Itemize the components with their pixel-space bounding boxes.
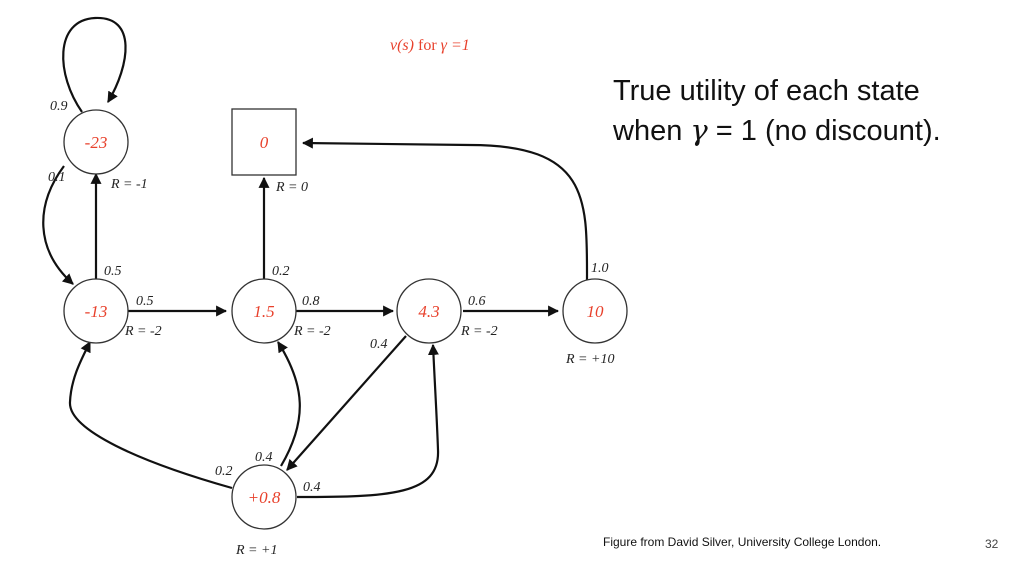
state-value: 10 [587,302,605,321]
reward-label: R = -1 [110,177,148,192]
slide-headline: True utility of each state when γ = 1 (n… [613,72,1013,151]
headline-line-2-post: = 1 (no discount). [707,115,941,147]
prob-label: 0.4 [370,337,388,352]
state-value: -13 [85,302,108,321]
state-node-n15: 1.5 [231,278,297,344]
prob-label: 0.5 [104,264,122,279]
state-node-n23: -23 [63,109,129,175]
state-value: 1.5 [253,302,274,321]
diagram-title-mid: for [414,37,441,54]
headline-line-2: when γ = 1 (no discount). [613,111,1013,151]
edges [42,16,589,499]
edge-n08-n13 [68,341,233,490]
state-value: +0.8 [248,488,281,507]
edge-n08-n15 [277,341,301,467]
prob-label: 1.0 [591,261,609,276]
probability-labels: 0.9 0.1 0.5 0.5 0.2 0.8 0.6 0.4 1.0 0.2 … [48,99,609,495]
state-value: -23 [85,133,108,152]
prob-label: 0.5 [136,294,154,309]
reward-label: R = -2 [124,324,162,339]
prob-label: 0.4 [303,480,321,495]
reward-labels: R = -1 R = -2 R = 0 R = -2 R = -2 R = +1… [110,177,614,558]
state-node-n13: -13 [63,278,129,344]
reward-label: R = -2 [460,324,498,339]
headline-line-2-pre: when [613,115,691,147]
gamma-symbol: γ [690,113,708,147]
state-node-n43: 4.3 [396,278,462,344]
nodes: -23 -13 0 1.5 4.3 10 [63,108,628,530]
reward-label: R = -2 [293,324,331,339]
state-node-n08: +0.8 [231,464,297,530]
terminal-state-node: 0 [231,108,297,176]
edge-n10-term [301,137,589,281]
prob-label: 0.8 [302,294,320,309]
diagram-title-prefix: v(s) [390,37,414,54]
edge-n23-n13 [42,165,74,285]
diagram-title: v(s) for γ =1 [390,37,470,54]
reward-label: R = +1 [235,543,277,558]
prob-label: 0.2 [215,464,233,479]
page-number: 32 [985,537,999,551]
headline-line-1: True utility of each state [613,75,920,107]
prob-label: 0.2 [272,264,290,279]
edge-n08-n43 [296,343,440,499]
prob-label: 0.6 [468,294,486,309]
state-value: 4.3 [418,302,439,321]
prob-label: 0.1 [48,170,66,185]
edge-n23-self [62,16,127,113]
diagram-title-expr: γ =1 [441,37,470,54]
state-value: 0 [260,133,269,152]
reward-label: R = 0 [275,180,308,195]
edge-n43-n08 [286,335,407,471]
prob-label: 0.9 [50,99,68,114]
prob-label: 0.4 [255,450,273,465]
reward-label: R = +10 [565,352,614,367]
state-node-n10: 10 [562,278,628,344]
figure-credit: Figure from David Silver, University Col… [603,535,882,549]
